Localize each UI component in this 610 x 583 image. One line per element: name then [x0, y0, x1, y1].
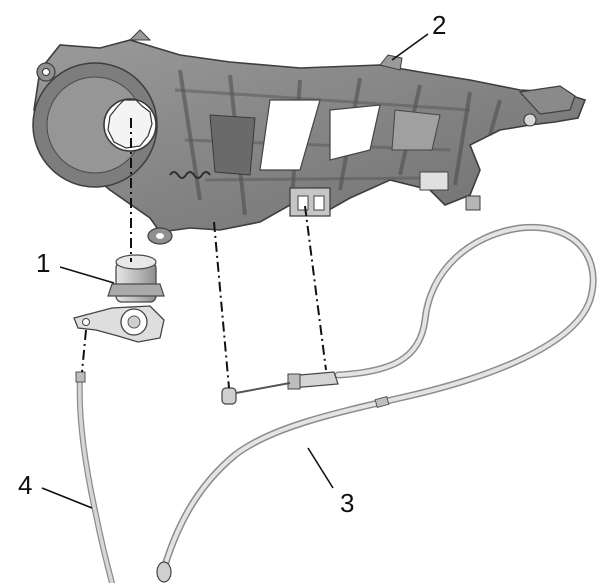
leader-lines	[41, 33, 429, 509]
leader-line-2	[391, 33, 429, 61]
assembly-lines	[81, 118, 327, 389]
rod-assembly-line	[81, 329, 87, 373]
release-cable	[156, 223, 597, 583]
leader-line-3	[307, 447, 334, 489]
wire-nipple-assembly-line	[213, 221, 230, 389]
leader-line-1	[59, 266, 115, 284]
callout-3: 3	[340, 488, 355, 518]
handle-bracket	[32, 29, 587, 245]
cable-housing-assembly-line	[304, 205, 327, 371]
callout-1: 1	[36, 248, 51, 278]
leader-line-4	[41, 487, 93, 509]
callout-2: 2	[432, 10, 447, 40]
lock-rod	[75, 371, 115, 583]
callout-4: 4	[18, 470, 33, 500]
lock-cylinder	[73, 254, 165, 343]
